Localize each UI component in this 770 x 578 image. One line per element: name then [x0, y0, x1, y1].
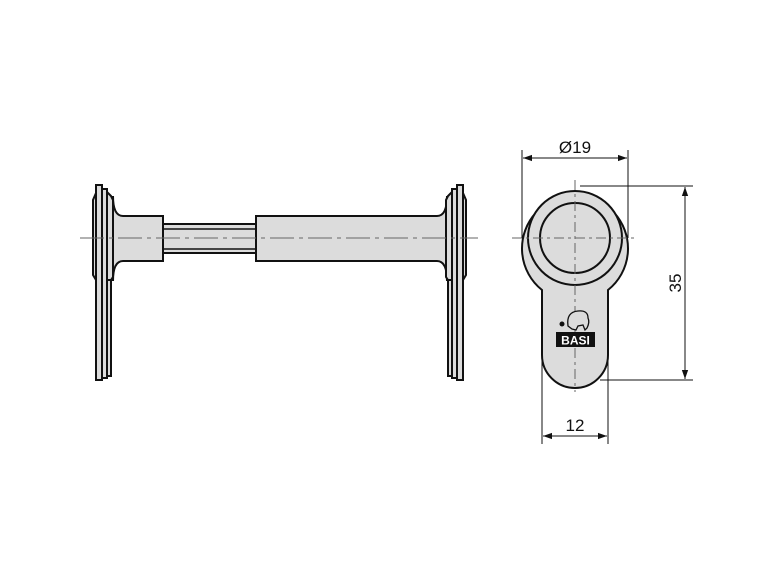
right-flange: [445, 184, 467, 381]
diameter-dimension: Ø19: [559, 138, 591, 157]
elephant-icon: [567, 310, 590, 332]
left-flange: [92, 184, 114, 381]
side-view: [80, 184, 478, 381]
basi-logo: BASI: [556, 310, 595, 348]
front-view: BASI: [512, 180, 638, 392]
width-dimension: 12: [566, 416, 585, 435]
dimensions: [521, 150, 693, 444]
height-dimension: 35: [666, 274, 685, 293]
svg-text:BASI: BASI: [561, 334, 590, 348]
